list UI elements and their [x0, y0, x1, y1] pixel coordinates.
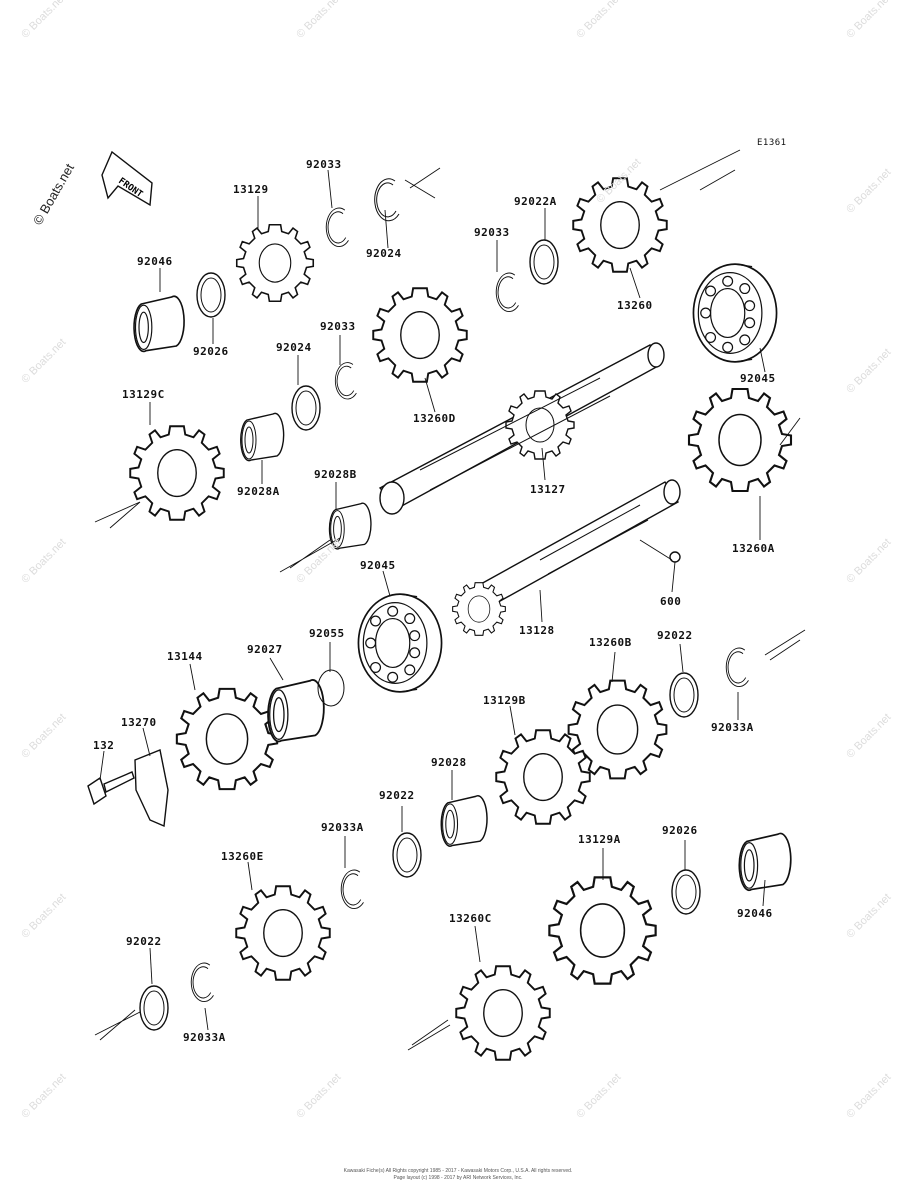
part-label-13127: 13127 [530, 483, 566, 496]
axis-lines [94, 149, 806, 1051]
gear-13129-shape [235, 223, 315, 303]
bolt-132-shape [87, 771, 135, 806]
part-label-13129B: 13129B [483, 694, 526, 707]
o-ring-92055-shape [317, 669, 345, 707]
part-label-92022-right: 92022 [657, 629, 693, 642]
part-label-13260A: 13260A [732, 542, 775, 555]
bushing-92028A-shape [239, 412, 285, 462]
part-label-92024-mid: 92024 [276, 341, 312, 354]
ball-600-shape [669, 551, 681, 563]
part-label-13129A: 13129A [578, 833, 621, 846]
washer-92022-right-shape [669, 672, 699, 718]
copyright-line-1: Kawasaki Fiche(s) All Rights copyright 1… [343, 1168, 573, 1174]
copyright-line-2: Page layout (c) 1998 - 2017 by ARI Netwo… [393, 1175, 523, 1181]
sprocket-13144-shape [175, 687, 279, 791]
part-label-13128: 13128 [519, 624, 555, 637]
part-label-13144: 13144 [167, 650, 203, 663]
part-label-92046-left: 92046 [137, 255, 173, 268]
part-label-92026-right: 92026 [662, 824, 698, 837]
shaft-13127-shape [378, 342, 665, 515]
part-label-92027: 92027 [247, 643, 283, 656]
part-label-13129C: 13129C [122, 388, 165, 401]
circlip-92033A-mid-shape [340, 869, 365, 910]
gear-13260-shape [572, 177, 668, 273]
plate-13270-shape [134, 749, 169, 828]
part-label-132: 132 [93, 739, 115, 752]
circlip-92033A-right-shape [725, 647, 750, 688]
gear-13260A-shape [687, 387, 793, 493]
part-label-92033-mid: 92033 [474, 226, 510, 239]
circlip-92033A-left-shape [190, 962, 215, 1003]
part-label-92026-left: 92026 [193, 345, 229, 358]
part-label-92022-mid: 92022 [379, 789, 415, 802]
part-label-92046-right: 92046 [737, 907, 773, 920]
collar-92027-shape [267, 679, 325, 743]
washer-92022-mid-shape [392, 832, 422, 878]
part-label-92022-left: 92022 [126, 935, 162, 948]
diagram-id: E1361 [757, 138, 787, 148]
washer-92022A-shape [529, 239, 559, 285]
part-label-13260E: 13260E [221, 850, 264, 863]
part-label-92055: 92055 [309, 627, 345, 640]
part-label-92045-right: 92045 [740, 372, 776, 385]
part-label-92033-mid2: 92033 [320, 320, 356, 333]
part-label-92028: 92028 [431, 756, 467, 769]
part-label-92028A: 92028A [237, 485, 280, 498]
part-label-13129: 13129 [233, 183, 269, 196]
part-label-92022A: 92022A [514, 195, 557, 208]
gear-13260B-shape [567, 679, 668, 780]
circlip-92033-top-shape [325, 207, 350, 248]
circlip-92033-mid-shape [495, 272, 520, 313]
gear-13129B-shape [495, 729, 591, 825]
washer-92022-left-shape [139, 985, 169, 1031]
part-label-92033A-left: 92033A [183, 1031, 226, 1044]
part-label-92033A-right: 92033A [711, 721, 754, 734]
washer-92024-top-shape [374, 178, 400, 222]
part-label-92033A-mid: 92033A [321, 821, 364, 834]
part-label-92033-top: 92033 [306, 158, 342, 171]
bushing-92046-left-shape [133, 295, 186, 353]
washer-92026-right-shape [671, 869, 701, 915]
bearing-92045-right-shape [692, 263, 778, 363]
front-arrow-icon: FRONT [101, 150, 153, 207]
gear-13260D-shape [372, 287, 468, 383]
washer-92024-mid-shape [291, 385, 321, 431]
part-label-92024-top: 92024 [366, 247, 402, 260]
part-label-13260: 13260 [617, 299, 653, 312]
part-label-13260C: 13260C [449, 912, 492, 925]
part-label-92028B: 92028B [314, 468, 357, 481]
part-label-600: 600 [660, 595, 682, 608]
gear-13129A-shape [548, 876, 657, 985]
part-label-13260D: 13260D [413, 412, 456, 425]
part-label-13270: 13270 [121, 716, 157, 729]
leader-lines [99, 169, 766, 1031]
bushing-92028-shape [440, 794, 488, 847]
shaft-13128-shape [452, 479, 681, 636]
gear-13260C-shape [455, 965, 551, 1061]
circlip-92033-mid2-shape [334, 362, 357, 400]
part-label-92045-mid: 92045 [360, 559, 396, 572]
gear-13260E-shape [235, 885, 331, 981]
part-label-13260B: 13260B [589, 636, 632, 649]
bearing-92045-mid-shape [357, 593, 443, 693]
gear-13129C-shape [129, 425, 225, 521]
washer-92026-left-shape [196, 272, 226, 318]
